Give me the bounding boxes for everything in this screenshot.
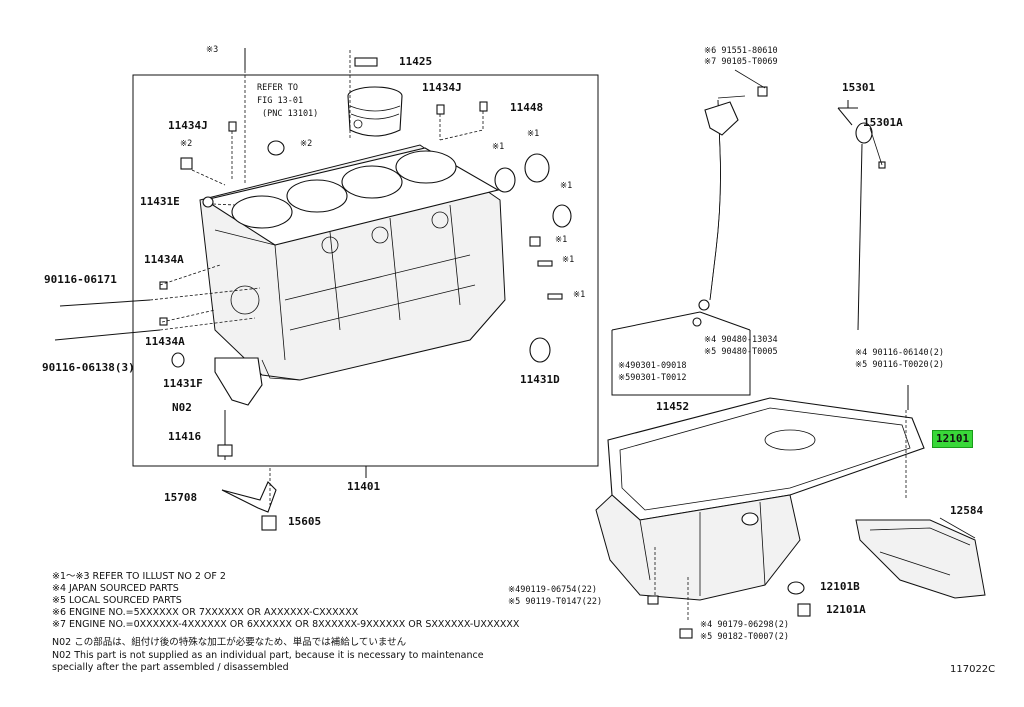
- part-11431E: 11431E: [140, 195, 180, 208]
- part-15605: 15605: [288, 515, 322, 528]
- part-90301-T0012: ※590301-T0012: [618, 373, 687, 383]
- baffle-plate-drawing: [855, 519, 986, 599]
- part-12101B: 12101B: [820, 580, 860, 593]
- part-90105-T0069: ※7 90105-T0069: [704, 57, 778, 67]
- oil-jet-drawing: [221, 468, 277, 531]
- part-12584: 12584: [950, 504, 984, 517]
- part-11431D: 11431D: [520, 373, 560, 386]
- note-mark-1d: ※1: [555, 235, 568, 245]
- part-11434J-top: 11434J: [422, 81, 462, 94]
- note-mark-2b: ※2: [300, 139, 313, 149]
- oil-pan-drawing: [595, 385, 925, 639]
- note-mark-1a: ※1: [492, 142, 505, 152]
- part-90116-06138: 90116-06138(3): [42, 361, 135, 374]
- part-12101A: 12101A: [826, 603, 866, 616]
- figure-code: 117022C: [950, 664, 996, 675]
- note-line-1: ※1～※3 REFER TO ILLUST NO 2 OF 2: [52, 571, 226, 582]
- note-line-7: N02 This part is not supplied as an indi…: [52, 650, 484, 661]
- note-line-8: specially after the part assembled / dis…: [52, 662, 289, 673]
- part-15301A: 15301A: [863, 116, 903, 129]
- note-line-6: N02 この部品は、組付け後の特殊な加工が必要なため、単品では補給していません: [52, 637, 407, 648]
- part-90480-T0005: ※5 90480-T0005: [704, 347, 778, 357]
- dipstick-drawing: [837, 100, 886, 331]
- part-90119-T0147: ※5 90119-T0147(22): [508, 597, 603, 607]
- part-11431F: 11431F: [163, 377, 203, 390]
- part-N02: N02: [172, 401, 192, 414]
- part-90301-09018: ※490301-09018: [618, 361, 687, 371]
- part-91551-80610: ※6 91551-80610: [704, 46, 778, 56]
- note-mark-1c: ※1: [560, 181, 573, 191]
- note-mark-1f: ※1: [573, 290, 586, 300]
- part-90182-T0007: ※5 90182-T0007(2): [700, 632, 790, 642]
- part-90116-06171: 90116-06171: [44, 273, 117, 286]
- piston-drawing: [347, 86, 403, 137]
- part-11401: 11401: [347, 480, 381, 493]
- part-11452: 11452: [656, 400, 690, 413]
- part-90179-06298: ※4 90179-06298(2): [700, 620, 790, 630]
- note-mark-2a: ※2: [180, 139, 193, 149]
- part-11425: 11425: [399, 55, 433, 68]
- part-90480-13034: ※4 90480-13034: [704, 335, 778, 345]
- part-15301: 15301: [842, 81, 876, 94]
- refer-note-line2: FIG 13-01: [257, 96, 304, 106]
- part-11434J-left: 11434J: [168, 119, 208, 132]
- part-11434A-bottom: 11434A: [145, 335, 185, 348]
- refer-note-line3: (PNC 13101): [262, 109, 319, 119]
- note-line-2: ※4 JAPAN SOURCED PARTS: [52, 583, 179, 594]
- leader-lines: [939, 517, 976, 539]
- part-15708: 15708: [164, 491, 198, 504]
- note-mark-1b: ※1: [527, 129, 540, 139]
- part-11448: 11448: [510, 101, 544, 114]
- part-12101-highlighted[interactable]: 12101: [932, 430, 974, 448]
- block-small-parts: [54, 48, 572, 460]
- part-90116-06140: ※4 90116-06140(2): [855, 348, 945, 358]
- refer-note-line1: REFER TO: [257, 83, 298, 93]
- cylinder-block-drawing: [199, 144, 506, 381]
- part-11416: 11416: [168, 430, 202, 443]
- note-mark-1e: ※1: [562, 255, 575, 265]
- part-90119-06754: ※490119-06754(22): [508, 585, 598, 595]
- note-line-4: ※6 ENGINE NO.=5XXXXXX OR 7XXXXXX OR AXXX…: [52, 607, 359, 618]
- dipstick-guide-drawing: [611, 69, 768, 396]
- part-11434A-top: 11434A: [144, 253, 184, 266]
- note-line-3: ※5 LOCAL SOURCED PARTS: [52, 595, 182, 606]
- part-90116-T0020: ※5 90116-T0020(2): [855, 360, 945, 370]
- note-mark-3: ※3: [206, 45, 219, 55]
- note-line-5: ※7 ENGINE NO.=0XXXXXX-4XXXXXX OR 6XXXXXX…: [52, 619, 520, 630]
